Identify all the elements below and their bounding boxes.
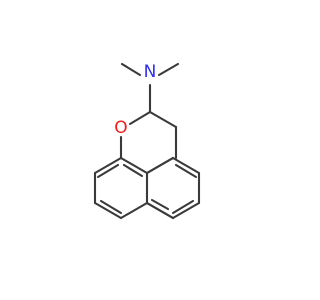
bond-n-methyl-right xyxy=(157,62,180,77)
bond-ring-left-1-double xyxy=(96,163,120,179)
bond-ring-right-3-double xyxy=(171,199,195,215)
bond-ring-left-6 xyxy=(119,156,149,175)
bond-ring-left-4 xyxy=(119,201,149,220)
bond-ring-right-1 xyxy=(171,156,201,175)
oxygen-atom-label: O xyxy=(114,118,127,138)
bond-ring-right-4 xyxy=(145,201,175,220)
bond-ring-right-5 xyxy=(145,156,175,175)
bond-n-methyl-left xyxy=(120,62,142,77)
bond-c2-o xyxy=(128,110,152,126)
atom-labels: N O xyxy=(114,62,156,138)
bond-ring-left-3 xyxy=(93,201,123,220)
structure-canvas: N O xyxy=(93,62,201,220)
bonds xyxy=(93,62,201,220)
bond-ring-left-1 xyxy=(93,156,123,175)
nitrogen-atom-label: N xyxy=(144,62,157,82)
bond-ring-left-3-double xyxy=(99,199,123,215)
molecule-diagram: N O xyxy=(93,62,201,220)
bond-c2-ch2 xyxy=(148,110,178,129)
bond-ring-right-3 xyxy=(171,201,201,220)
bond-ring-right-4-double xyxy=(150,198,170,211)
bond-ring-left-6-double xyxy=(122,163,144,178)
bond-ring-right-1-double xyxy=(174,163,198,179)
